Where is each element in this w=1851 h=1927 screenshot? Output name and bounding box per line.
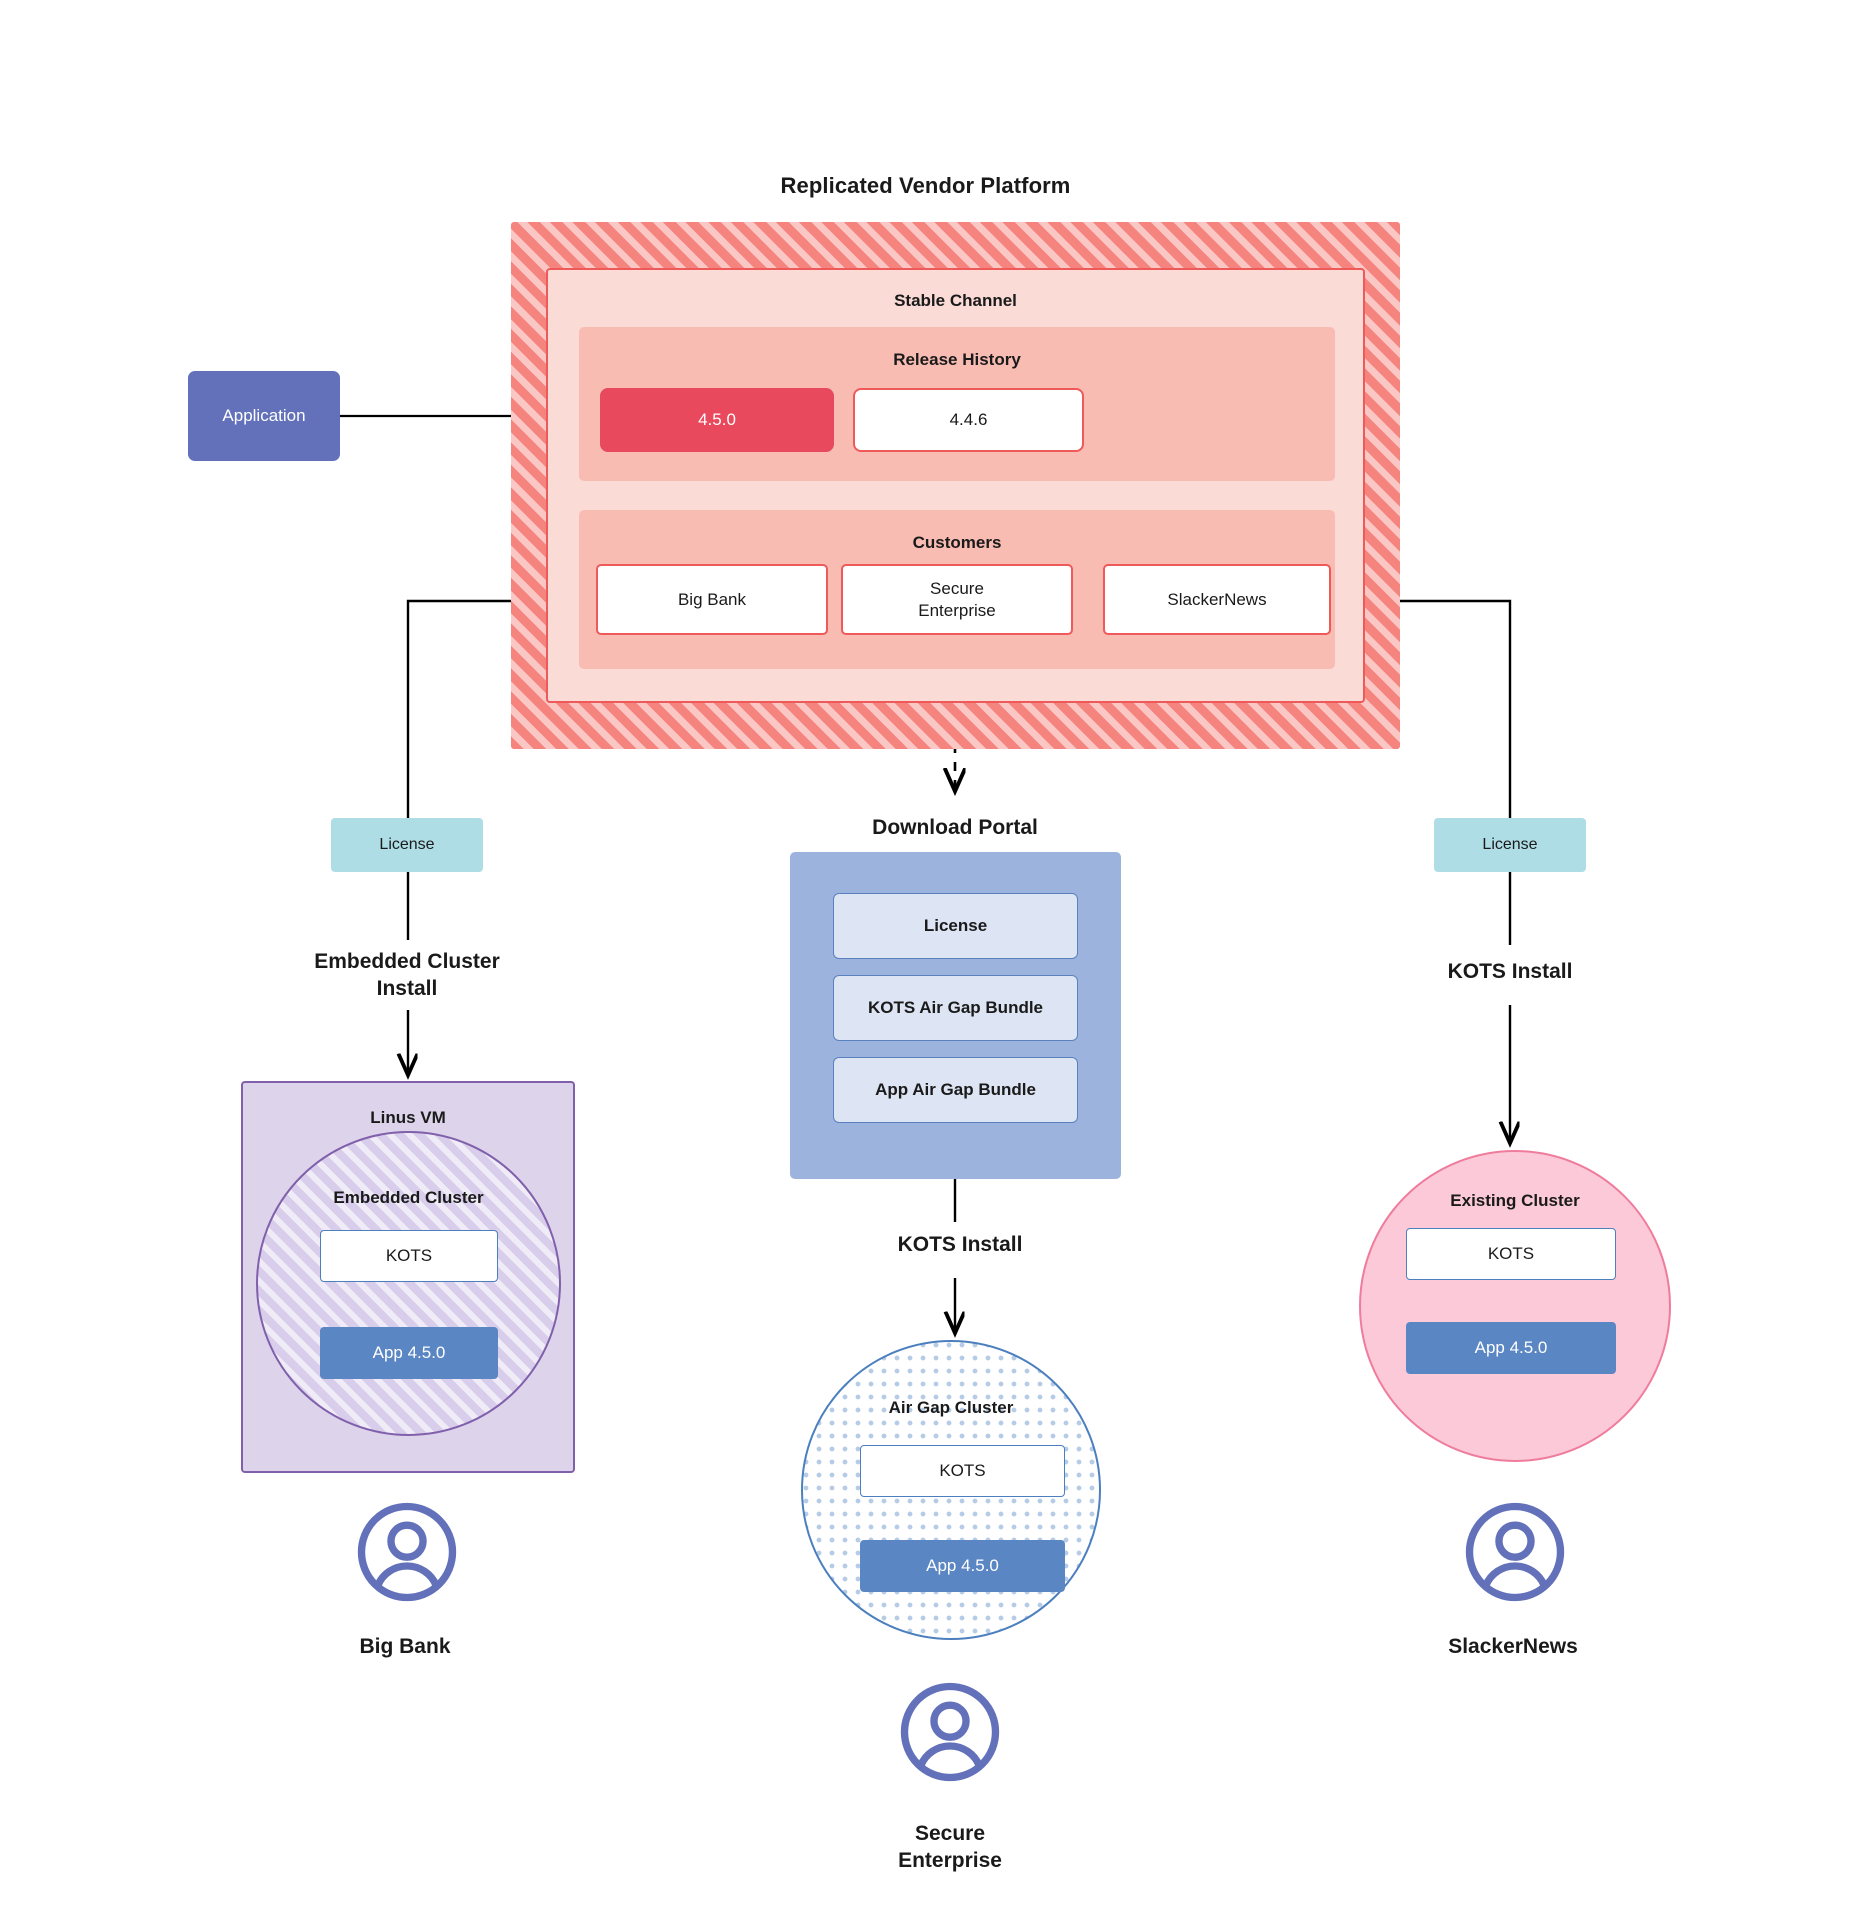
portal-item-kots-air-gap-bundle[interactable]: KOTS Air Gap Bundle [833, 975, 1078, 1041]
embedded-cluster-app-node[interactable]: App 4.5.0 [320, 1327, 498, 1379]
customer-slackernews[interactable]: SlackerNews [1103, 564, 1331, 635]
flow-label-kots-install-right: KOTS Install [1447, 960, 1573, 984]
license-node-right[interactable]: License [1434, 818, 1586, 872]
customer-secure-enterprise[interactable]: Secure Enterprise [841, 564, 1073, 635]
linus-vm-label: Linus VM [370, 1108, 446, 1128]
embedded-cluster-label: Embedded Cluster [333, 1188, 484, 1208]
air-gap-cluster-kots-node[interactable]: KOTS [860, 1445, 1065, 1497]
page-title: Replicated Vendor Platform [780, 173, 1071, 198]
stable-channel-label: Stable Channel [894, 291, 1017, 311]
customer-big-bank[interactable]: Big Bank [596, 564, 828, 635]
persona-label-slackernews: SlackerNews [1448, 1635, 1578, 1659]
license-node-left[interactable]: License [331, 818, 483, 872]
air-gap-cluster-label: Air Gap Cluster [888, 1398, 1014, 1418]
flow-label-embedded-cluster-install: Embedded Cluster Install [314, 949, 500, 1000]
download-portal-title: Download Portal [872, 815, 1038, 839]
embedded-cluster-kots-node[interactable]: KOTS [320, 1230, 498, 1282]
existing-cluster-app-node[interactable]: App 4.5.0 [1406, 1322, 1616, 1374]
user-avatar-icon [1463, 1500, 1567, 1604]
portal-item-license[interactable]: License [833, 893, 1078, 959]
release-history-label: Release History [893, 350, 1021, 370]
persona-label-big-bank: Big Bank [359, 1635, 451, 1659]
existing-cluster-kots-node[interactable]: KOTS [1406, 1228, 1616, 1280]
embedded-cluster-circle [256, 1131, 561, 1436]
flow-label-kots-install-middle: KOTS Install [897, 1233, 1023, 1257]
release-item-current[interactable]: 4.5.0 [600, 388, 834, 452]
user-avatar-icon [898, 1680, 1002, 1784]
portal-item-app-air-gap-bundle[interactable]: App Air Gap Bundle [833, 1057, 1078, 1123]
customers-label: Customers [912, 533, 1002, 553]
air-gap-cluster-app-node[interactable]: App 4.5.0 [860, 1540, 1065, 1592]
existing-cluster-circle [1359, 1150, 1671, 1462]
release-item-previous[interactable]: 4.4.6 [853, 388, 1084, 452]
existing-cluster-label: Existing Cluster [1450, 1191, 1580, 1211]
persona-label-secure-enterprise: Secure Enterprise [898, 1821, 1002, 1872]
application-node[interactable]: Application [188, 371, 340, 461]
user-avatar-icon [355, 1500, 459, 1604]
